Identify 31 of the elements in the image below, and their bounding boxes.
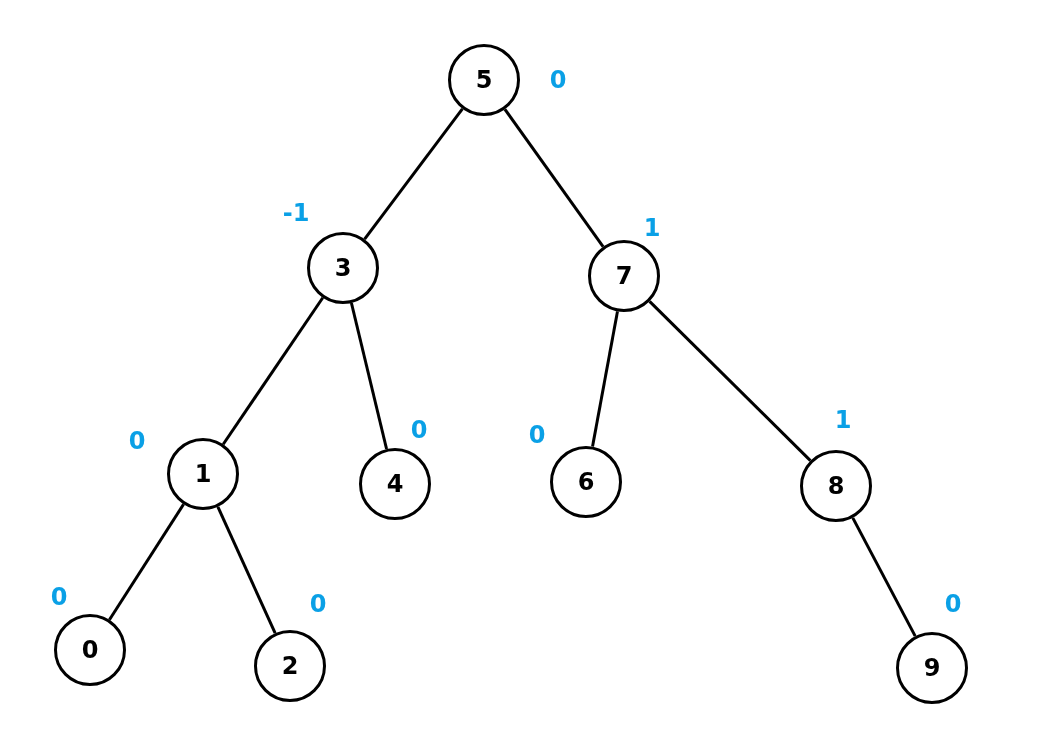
tree-edge <box>349 302 389 450</box>
tree-edge <box>363 107 464 241</box>
tree-edge <box>648 300 812 462</box>
balance-factor: 0 <box>309 590 327 618</box>
balance-factor: 0 <box>50 583 68 611</box>
balance-factor: 0 <box>528 421 546 449</box>
node-key: 3 <box>334 254 352 282</box>
tree-edge <box>222 296 324 446</box>
balance-factor: 0 <box>944 590 962 618</box>
node-key: 4 <box>386 470 404 498</box>
tree-edge <box>591 311 619 447</box>
balance-factor: 1 <box>643 214 661 242</box>
balance-factor: 0 <box>128 427 146 455</box>
node-key: 0 <box>81 636 99 664</box>
tree-edge <box>108 503 185 621</box>
balance-factor: 1 <box>834 406 852 434</box>
tree-edge <box>851 517 917 637</box>
tree-node-circle <box>588 240 660 312</box>
balance-factor: 0 <box>410 416 428 444</box>
node-key: 1 <box>194 460 212 488</box>
node-key: 8 <box>827 472 845 500</box>
balance-factor: 0 <box>549 66 567 94</box>
node-key: 6 <box>577 468 595 496</box>
tree-node-circle <box>800 450 872 522</box>
tree-edge <box>503 108 605 248</box>
node-key: 5 <box>475 66 493 94</box>
node-key: 2 <box>281 652 299 680</box>
tree-edge <box>216 506 277 634</box>
node-key: 9 <box>923 654 941 682</box>
balance-factor: -1 <box>282 199 310 227</box>
node-key: 7 <box>615 262 633 290</box>
